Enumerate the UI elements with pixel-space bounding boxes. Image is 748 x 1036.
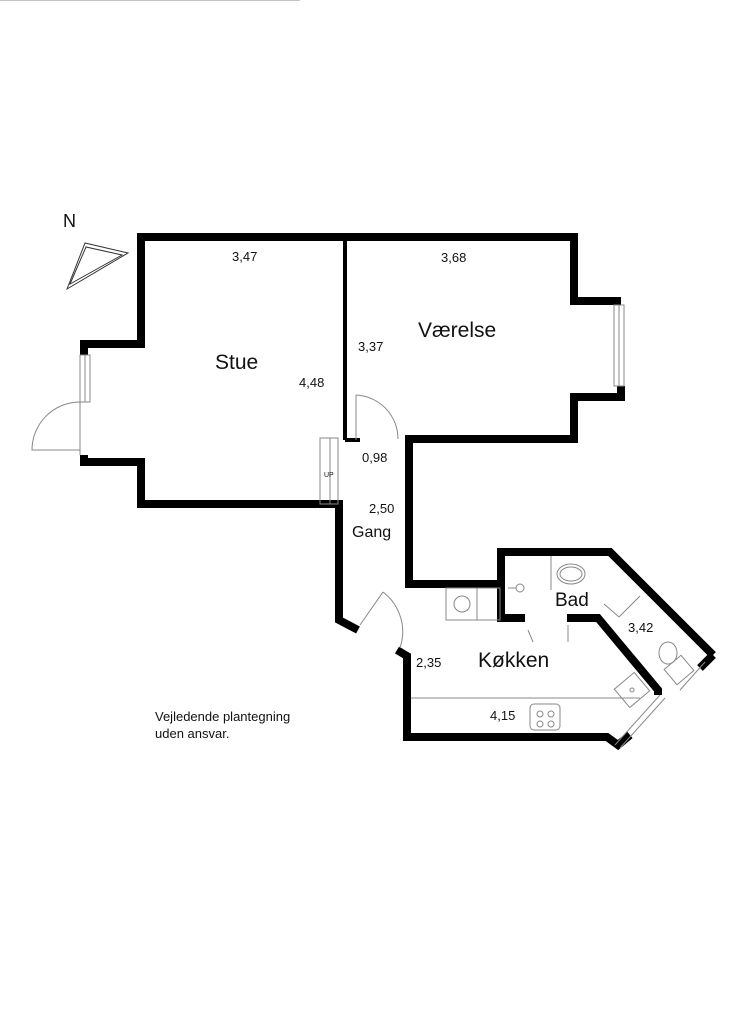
kitchen-door <box>359 591 404 649</box>
room-name-gang: Gang <box>352 524 392 541</box>
disclaimer-line-1: Vejledende plantegning <box>155 709 291 724</box>
stairs <box>319 437 339 505</box>
stove-icon <box>529 703 561 731</box>
stue-depth: 4,48 <box>299 375 325 390</box>
stue-lower-wall <box>80 455 360 634</box>
stairs-up-label: UP <box>324 472 334 479</box>
vaerelse-depth: 3,37 <box>358 339 384 354</box>
north-label: N <box>63 211 76 231</box>
kitchen-sink-icon <box>613 671 651 709</box>
stue-width: 3,47 <box>232 249 258 264</box>
bath-kitchen-wall <box>567 614 662 695</box>
compass-icon <box>66 242 130 291</box>
gang-width: 0,98 <box>362 450 388 465</box>
water-heater-icon <box>453 595 471 613</box>
walls <box>80 233 716 751</box>
entry-door <box>31 401 81 455</box>
bath-inner-wall <box>497 584 525 622</box>
floor-drain-icon <box>515 583 525 593</box>
washbasin-icon <box>556 563 586 585</box>
stue-outer-wall <box>80 233 621 355</box>
disclaimer-note: Vejledende plantegning uden ansvar. <box>155 708 290 742</box>
vaerelse-door <box>355 394 399 440</box>
gang-depth: 2,50 <box>369 501 395 516</box>
kitchen-wall <box>394 646 633 751</box>
disclaimer-line-2: uden ansvar. <box>155 726 230 741</box>
toilet-icon <box>658 641 678 665</box>
kokken-depth: 4,15 <box>490 708 516 723</box>
room-name-vaerelse: Værelse <box>418 319 497 342</box>
kokken-width: 2,35 <box>416 655 442 670</box>
bad-dim: 3,42 <box>628 620 654 635</box>
room-name-bad: Bad <box>555 590 589 611</box>
room-name-kokken: Køkken <box>478 649 550 672</box>
shower-icon <box>603 595 641 618</box>
room-name-stue: Stue <box>215 351 259 374</box>
water-heater <box>445 587 501 621</box>
vaerelse-width: 3,68 <box>441 250 467 265</box>
fixtures <box>0 0 706 749</box>
vaerelse-lower-wall <box>405 386 716 658</box>
